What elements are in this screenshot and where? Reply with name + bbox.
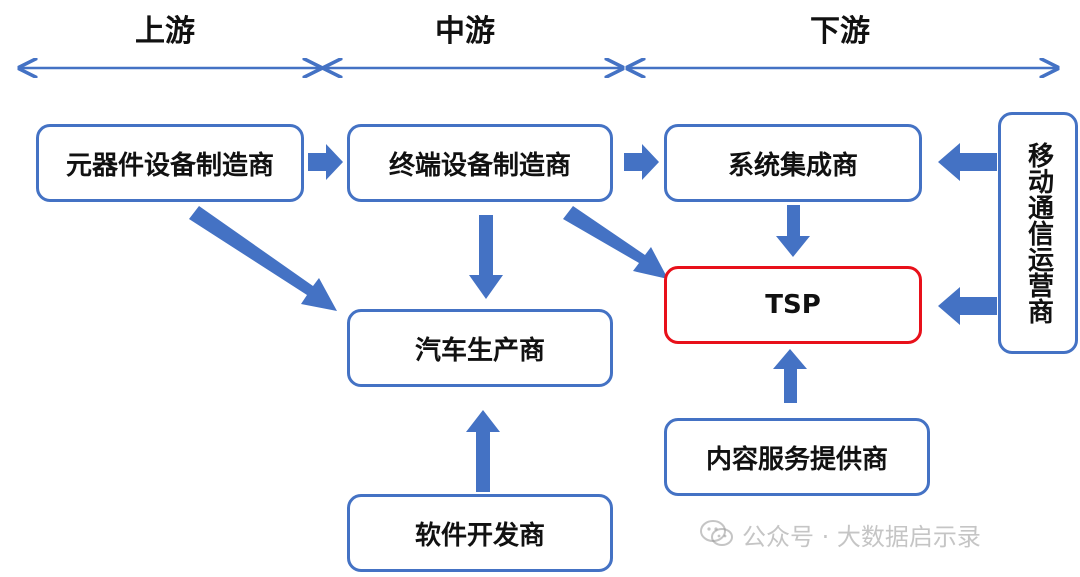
node-mobile-operator: 移动通信运营商 bbox=[998, 112, 1078, 354]
node-label-terminal-maker: 终端设备制造商 bbox=[388, 150, 571, 181]
node-label-component-maker: 元器件设备制造商 bbox=[65, 150, 274, 181]
arrow-component-to-automaker bbox=[189, 206, 337, 311]
node-label-system-integrator: 系统集成商 bbox=[727, 150, 858, 181]
node-label-mobile-operator: 移动通信运营商 bbox=[1023, 142, 1054, 324]
arrow-operator-to-integrator bbox=[938, 143, 997, 181]
node-terminal-maker: 终端设备制造商 bbox=[347, 124, 613, 202]
node-system-integrator: 系统集成商 bbox=[664, 124, 922, 202]
stage-label-upstream: 上游 bbox=[135, 14, 195, 49]
arrow-terminal-to-integrator bbox=[624, 144, 659, 180]
wechat-icon bbox=[700, 520, 733, 546]
watermark: 公众号 · 大数据启示录 bbox=[700, 514, 981, 554]
arrow-operator-to-tsp bbox=[938, 287, 997, 325]
node-software-developer: 软件开发商 bbox=[347, 494, 613, 572]
node-tsp: TSP bbox=[664, 266, 922, 344]
node-label-content-provider: 内容服务提供商 bbox=[705, 444, 888, 475]
watermark-text: 公众号 · 大数据启示录 bbox=[742, 522, 981, 551]
node-label-automaker: 汽车生产商 bbox=[414, 335, 545, 366]
arrow-terminal-to-automaker bbox=[469, 215, 503, 299]
arrow-software-to-automaker bbox=[466, 410, 500, 492]
arrow-integrator-to-tsp bbox=[776, 205, 810, 257]
node-label-software-developer: 软件开发商 bbox=[414, 520, 545, 551]
node-content-provider: 内容服务提供商 bbox=[664, 418, 930, 496]
arrow-component-to-terminal bbox=[308, 144, 343, 180]
stage-label-midstream: 中游 bbox=[435, 14, 495, 49]
arrow-content-to-tsp bbox=[773, 349, 807, 403]
node-component-maker: 元器件设备制造商 bbox=[36, 124, 304, 202]
stage-label-downstream: 下游 bbox=[810, 14, 870, 49]
node-label-tsp: TSP bbox=[765, 290, 821, 320]
node-automaker: 汽车生产商 bbox=[347, 309, 613, 387]
arrow-terminal-to-tsp bbox=[563, 206, 668, 279]
